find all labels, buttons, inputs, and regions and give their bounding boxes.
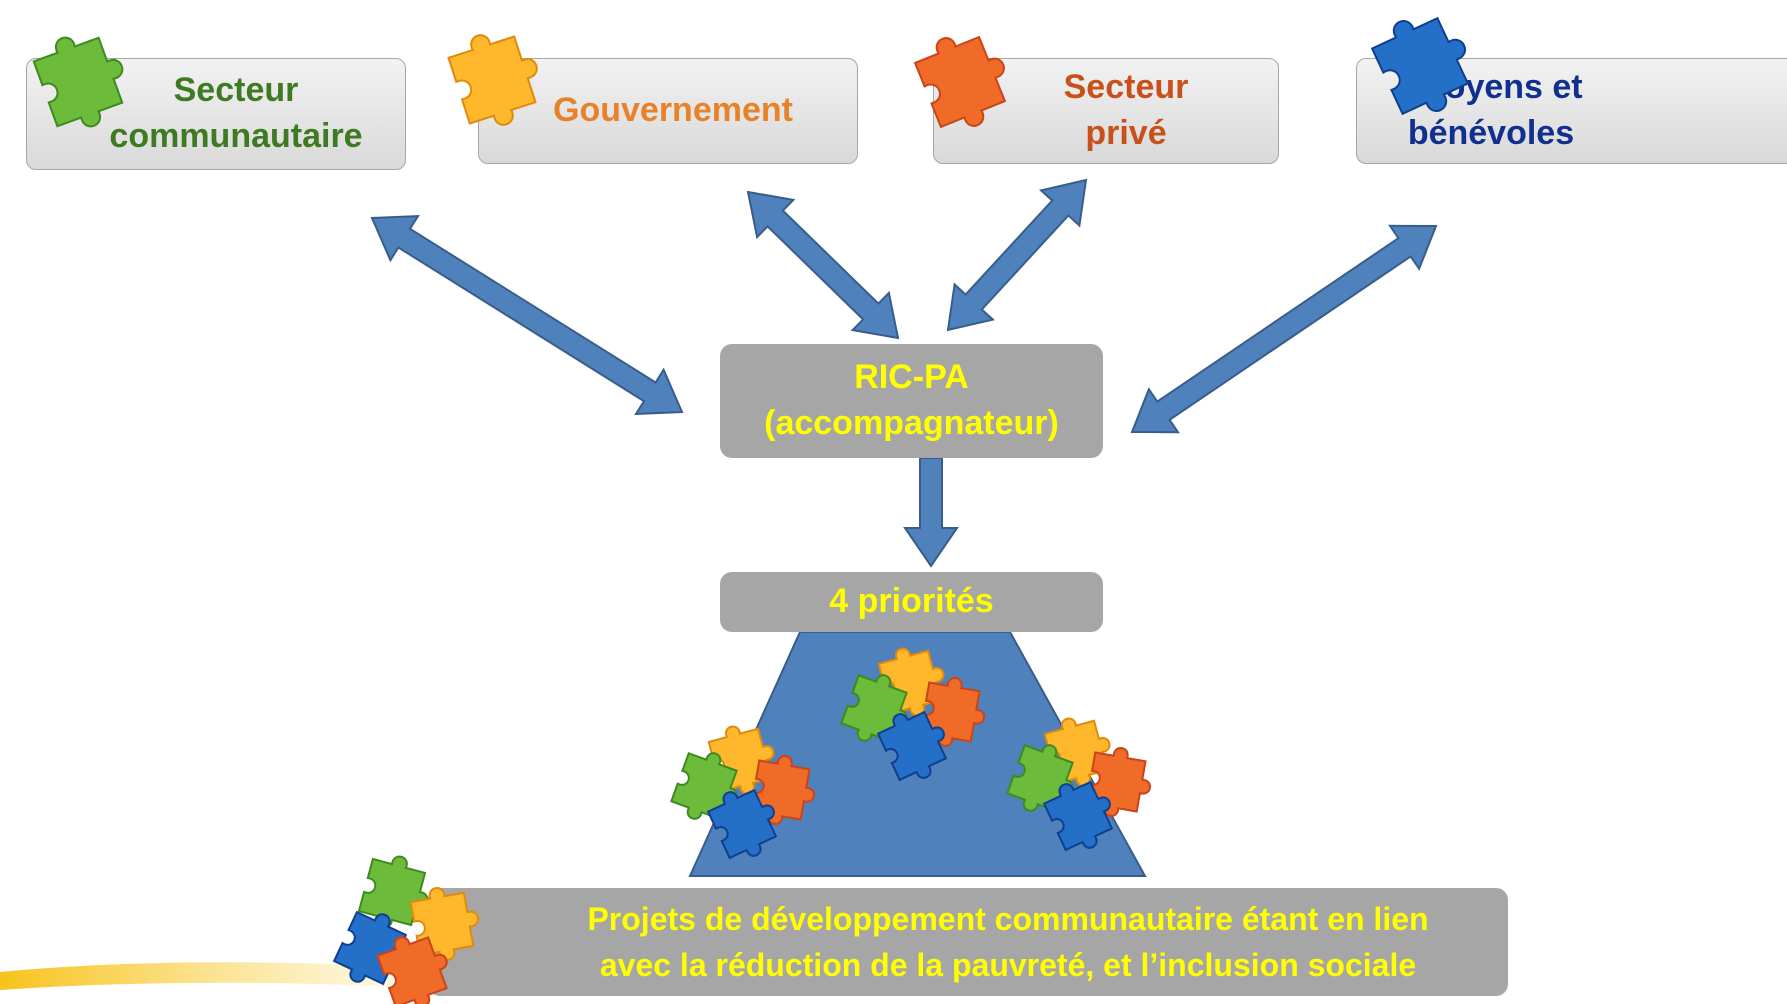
priorities-trapezoid: [688, 631, 1147, 877]
priorities-box: 4 priorités: [720, 572, 1103, 632]
arrow-private-ricpa: [946, 178, 1088, 332]
arrow-government-ricpa: [746, 190, 900, 340]
citizens-volunteers-label: Citoyens et bénévoles: [1399, 68, 1583, 152]
government-label: Gouvernement: [553, 91, 793, 130]
projects-box: Projets de développement communautaire é…: [428, 888, 1508, 996]
arrow-citizens-ricpa: [1130, 224, 1438, 434]
decorative-swoosh: [0, 962, 470, 992]
community-sector-label: Secteur communautaire: [109, 71, 363, 155]
community-sector-box: Secteur communautaire: [26, 58, 406, 170]
private-sector-label: Secteur privé: [1063, 68, 1189, 152]
government-box: Gouvernement: [478, 58, 858, 164]
ricpa-box: RIC-PA (accompagnateur): [720, 344, 1103, 458]
priorities-label: 4 priorités: [829, 582, 994, 621]
private-sector-box: Secteur privé: [933, 58, 1279, 164]
arrow-community-ricpa: [370, 215, 684, 415]
projects-label: Projets de développement communautaire é…: [587, 900, 1429, 983]
citizens-volunteers-box: Citoyens et bénévoles: [1356, 58, 1787, 164]
arrow-ricpa-priorities: [903, 457, 959, 568]
ricpa-label: RIC-PA (accompagnateur): [764, 358, 1059, 442]
